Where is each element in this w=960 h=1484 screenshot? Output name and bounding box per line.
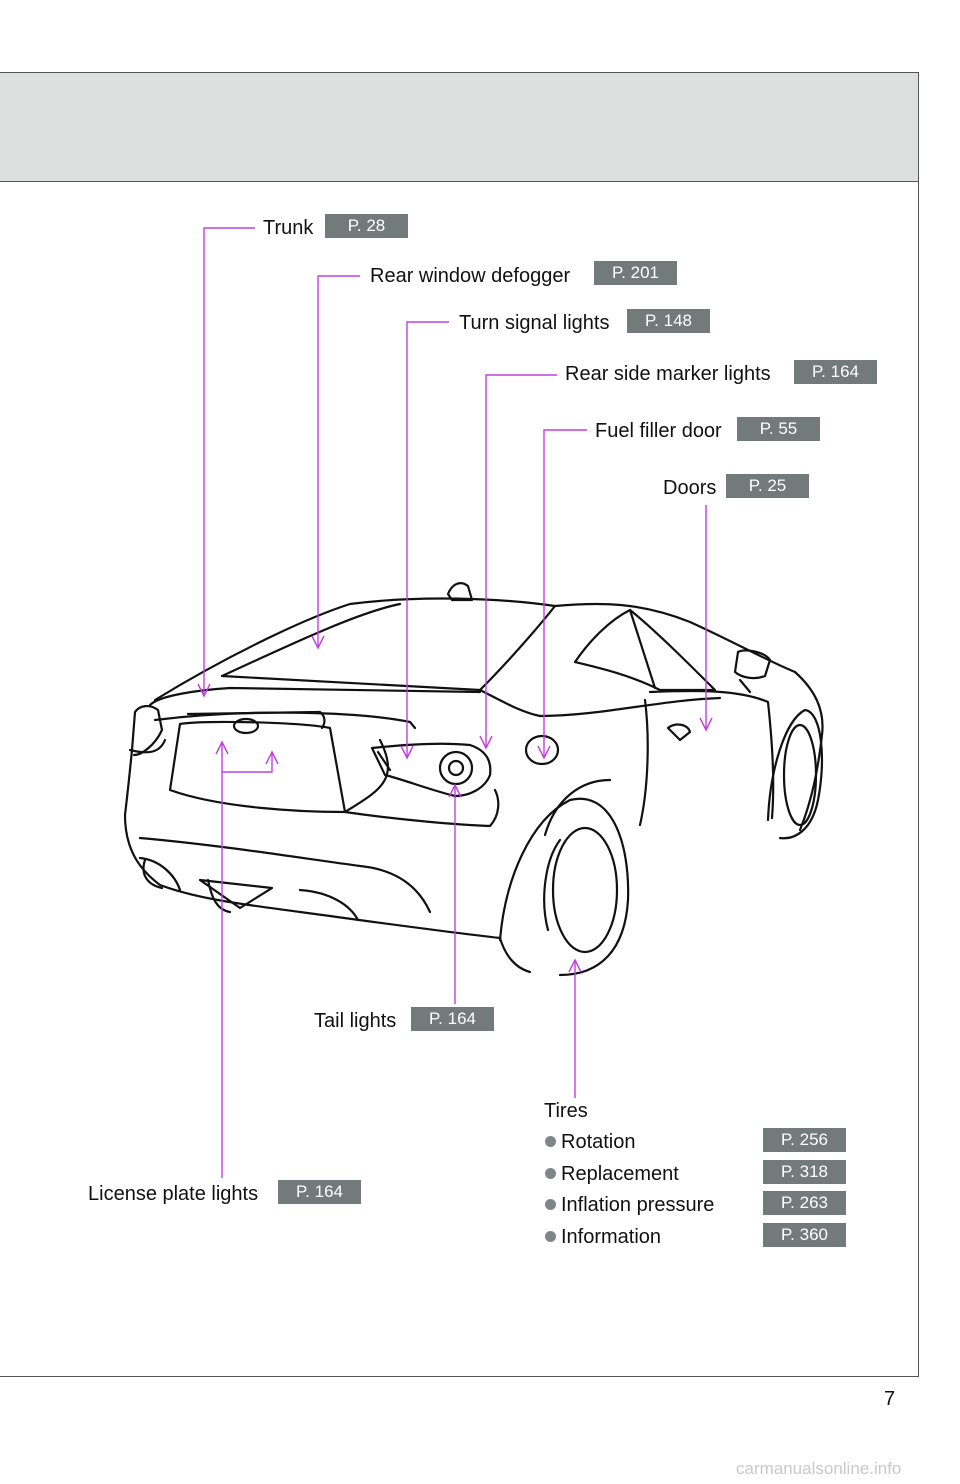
tires-item-inflation-pressure: Inflation pressure: [545, 1193, 714, 1217]
trunk-page-badge[interactable]: P. 28: [325, 214, 408, 238]
rear-window-defogger-page-badge[interactable]: P. 201: [594, 261, 677, 285]
tires-item-rotation: Rotation: [545, 1130, 636, 1154]
turn-signal-lights-page-badge[interactable]: P. 148: [627, 309, 710, 333]
fuel-filler-door-page-badge[interactable]: P. 55: [737, 417, 820, 441]
tires-replacement-page-badge[interactable]: P. 318: [763, 1160, 846, 1184]
fuel-filler-door-label: Fuel filler door: [595, 420, 722, 442]
turn-signal-lights-label: Turn signal lights: [459, 312, 610, 334]
header-band: [0, 72, 919, 182]
bullet-icon: [545, 1136, 556, 1147]
trunk-label: Trunk: [263, 217, 314, 239]
rear-window-defogger-label: Rear window defogger: [370, 265, 571, 287]
tires-item-replacement: Replacement: [545, 1162, 679, 1186]
doors-page-badge[interactable]: P. 25: [726, 474, 809, 498]
rear-side-marker-lights-label: Rear side marker lights: [565, 363, 771, 385]
tail-lights-page-badge[interactable]: P. 164: [411, 1007, 494, 1031]
watermark: carmanualsonline.info: [736, 1459, 902, 1478]
page-number: 7: [884, 1388, 896, 1410]
tires-title: Tires: [544, 1100, 588, 1122]
tires-inflation-pressure-page-badge[interactable]: P. 263: [763, 1191, 846, 1215]
tires-item-information: Information: [545, 1225, 661, 1249]
doors-label: Doors: [663, 477, 717, 499]
bullet-icon: [545, 1199, 556, 1210]
license-plate-lights-label: License plate lights: [88, 1183, 259, 1205]
tail-lights-label: Tail lights: [314, 1010, 397, 1032]
page-frame: [0, 72, 919, 1377]
tires-rotation-page-badge[interactable]: P. 256: [763, 1128, 846, 1152]
bullet-icon: [545, 1168, 556, 1179]
tires-information-page-badge[interactable]: P. 360: [763, 1223, 846, 1247]
rear-side-marker-lights-page-badge[interactable]: P. 164: [794, 360, 877, 384]
license-plate-lights-page-badge[interactable]: P. 164: [278, 1180, 361, 1204]
bullet-icon: [545, 1231, 556, 1242]
